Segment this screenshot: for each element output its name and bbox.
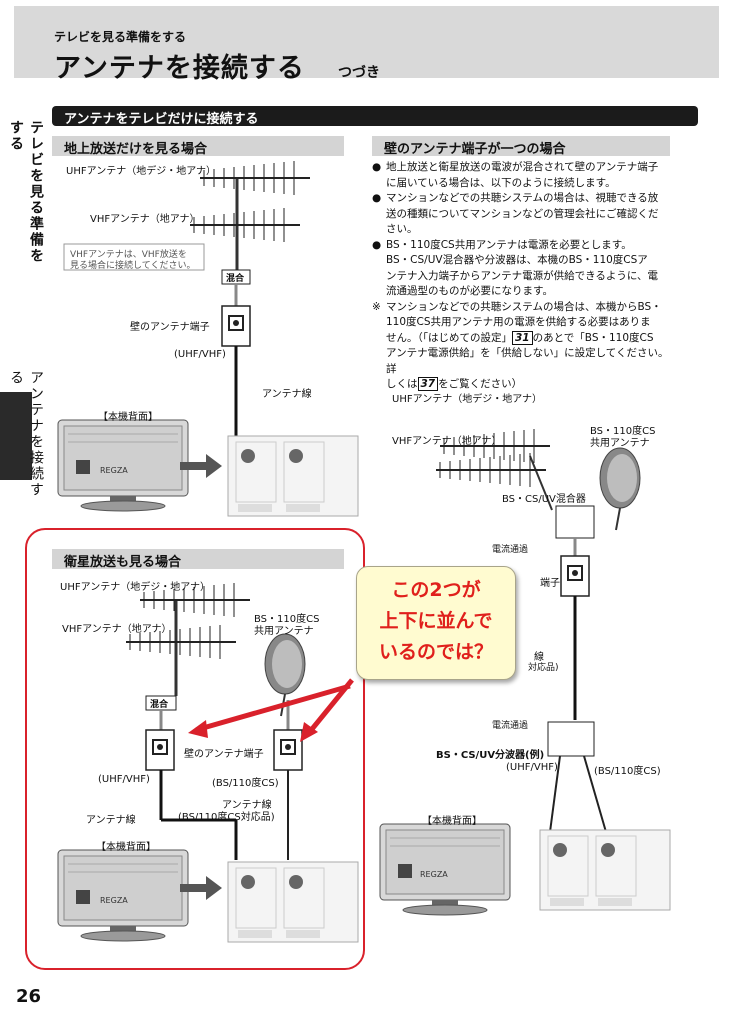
section-title-terrestrial: 地上放送だけを見る場合 (52, 136, 344, 157)
antenna-line-label: アンテナ線 (262, 389, 312, 400)
bs-cs-label: (BS/110度CS) (212, 778, 279, 789)
red-arrow-right (306, 678, 354, 736)
annotation-highlight-box (25, 528, 365, 970)
uhf-antenna-label: UHFアンテナ（地デジ・地アナ） (392, 394, 542, 405)
rear-label: 【本機背面】 (422, 816, 482, 827)
uhf-vhf-label: (UHF/VHF) (98, 774, 150, 785)
mixer-label: 混合 (150, 700, 169, 710)
header-continued: つづき (338, 65, 380, 81)
terminal-partial-label: 端子 (540, 578, 560, 589)
bs-cs-line-label: (BS/110度CS対応品) (178, 812, 275, 823)
uhf-antenna-label: UHFアンテナ（地デジ・地アナ） (66, 166, 216, 177)
header-subtitle: テレビを見る準備をする (54, 30, 187, 44)
side-chapter-label: テレビを見る準備をする (8, 120, 44, 264)
uhf-vhf-label: (UHF/VHF) (174, 349, 226, 360)
page-title: アンテナを接続する (54, 53, 305, 84)
current-pass-label: 電流通過 (492, 545, 529, 555)
callout-line: いるのでは？ (378, 641, 493, 663)
brand-label: REGZA (100, 466, 128, 475)
bs-antenna-label-2: 共用アンテナ (254, 626, 314, 637)
vhf-antenna-label: VHFアンテナ（地アナ） (62, 624, 172, 635)
arrow-icon (180, 454, 222, 478)
bullet-item: ●BS・110度CS共用アンテナは電源を必要とします。BS・CS/UV混合器や分… (372, 238, 659, 298)
rear-label: 【本機背面】 (98, 412, 158, 423)
compat-partial-label: 対応品) (528, 663, 559, 673)
callout-line: この2つが (391, 579, 481, 601)
uhf-antenna-label: UHFアンテナ（地デジ・地アナ） (60, 582, 210, 593)
vhf-antenna-icon (435, 452, 547, 488)
uhf-antenna-icon (199, 160, 311, 196)
side-section-label: アンテナを接続する (8, 370, 44, 498)
vhf-antenna-label: VHFアンテナ（地アナ） (392, 436, 502, 447)
bullet-item: ●マンションなどでの共聴システムの場合は、視聴できる放送の種類についてマンション… (372, 192, 659, 235)
line-partial-label: 線 (534, 652, 544, 663)
vhf-antenna-icon (189, 207, 301, 243)
bs-mixer-label: BS・CS/UV混合器 (502, 494, 586, 505)
rear-label: 【本機背面】 (96, 842, 156, 853)
side-divider-bar (0, 392, 32, 480)
mixer-box (555, 505, 595, 539)
uhf-vhf-label: (UHF/VHF) (506, 762, 558, 773)
instruction-list: ●地上放送と衛星放送の電波が混合されて壁のアンテナ端子に届いている場合は、以下の… (372, 160, 672, 393)
bs-antenna-label-1: BS・110度CS (254, 614, 320, 625)
wall-outlet-icon (221, 305, 251, 347)
tv-input-panel (227, 435, 359, 517)
tv-input-panel (539, 829, 671, 911)
arrow-icon (180, 876, 222, 900)
callout-line: 上下に並んで (379, 610, 493, 632)
wall-outlet-icon (560, 555, 590, 597)
vhf-note-box (63, 243, 205, 271)
bs-splitter-label: BS・CS/UV分波器(例) (436, 750, 545, 761)
antenna-line-label: アンテナ線 (86, 815, 136, 826)
vhf-note-line1: VHFアンテナは、VHF放送を (70, 250, 187, 260)
vhf-antenna-label: VHFアンテナ（地アナ） (90, 214, 200, 225)
section-title-single-terminal: 壁のアンテナ端子が一つの場合 (372, 136, 670, 157)
wall-terminal-label: 壁のアンテナ端子 (184, 749, 264, 760)
page-number: 26 (16, 986, 42, 1007)
page-ref-37[interactable]: 37 (417, 377, 439, 391)
current-pass-label: 電流通過 (492, 721, 529, 731)
bs-antenna-label-2: 共用アンテナ (590, 438, 650, 449)
page-header: テレビを見る準備をする アンテナを接続する つづき (14, 6, 719, 84)
page-ref-31[interactable]: 31 (512, 330, 533, 345)
brand-label: REGZA (420, 870, 448, 879)
mixer-label: 混合 (226, 274, 245, 284)
annotation-callout: この2つが 上下に並んで いるのでは？ (356, 566, 516, 680)
dish-icon (599, 447, 641, 531)
red-arrow-left (195, 683, 351, 733)
vhf-note-line2: 見る場合に接続してください。 (70, 261, 196, 271)
brand-label: REGZA (100, 896, 128, 905)
bs-antenna-label-1: BS・110度CS (590, 426, 656, 437)
bs-cs-label: (BS/110度CS) (594, 766, 661, 777)
section-banner: アンテナをテレビだけに接続する (52, 106, 698, 127)
section-title-satellite: 衛星放送も見る場合 (52, 549, 344, 570)
wall-terminal-label: 壁のアンテナ端子 (130, 322, 210, 333)
antenna-line-label: アンテナ線 (222, 800, 272, 811)
bullet-item: ●地上放送と衛星放送の電波が混合されて壁のアンテナ端子に届いている場合は、以下の… (372, 161, 659, 189)
note-item: ※マンションなどでの共聴システムの場合は、本機からBS・110度CS共用アンテナ… (372, 300, 669, 391)
splitter-box (547, 721, 595, 757)
